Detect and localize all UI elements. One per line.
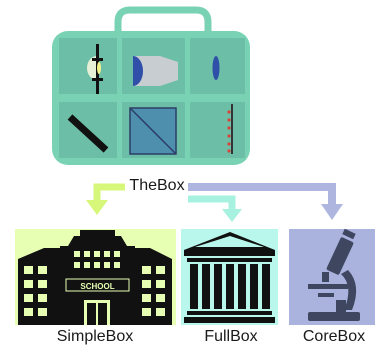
school-building-icon: SCHOOL <box>18 230 172 325</box>
lens-icon <box>212 56 220 80</box>
child-label-corebox: CoreBox <box>302 328 366 345</box>
arrow-to-fullbox <box>188 195 242 222</box>
corebox-panel <box>289 229 375 325</box>
light-source-icon <box>133 56 178 86</box>
case-handle <box>114 6 212 38</box>
thebox-case <box>52 6 250 165</box>
bead-strip-icon <box>227 104 233 154</box>
lens-holder-icon <box>87 44 103 94</box>
ruler-icon <box>67 114 109 153</box>
arrow-to-corebox <box>188 183 343 220</box>
classical-building-icon <box>184 232 275 323</box>
school-sign-text: SCHOOL <box>80 282 114 291</box>
microscope-icon <box>308 228 360 321</box>
grid-tile <box>190 102 245 158</box>
child-label-fullbox: FullBox <box>204 328 258 345</box>
root-label-thebox: TheBox <box>129 177 185 194</box>
diagonal-mirror-icon <box>129 107 177 155</box>
arrow-to-simplebox <box>86 183 125 215</box>
child-label-simplebox: SimpleBox <box>56 328 134 345</box>
